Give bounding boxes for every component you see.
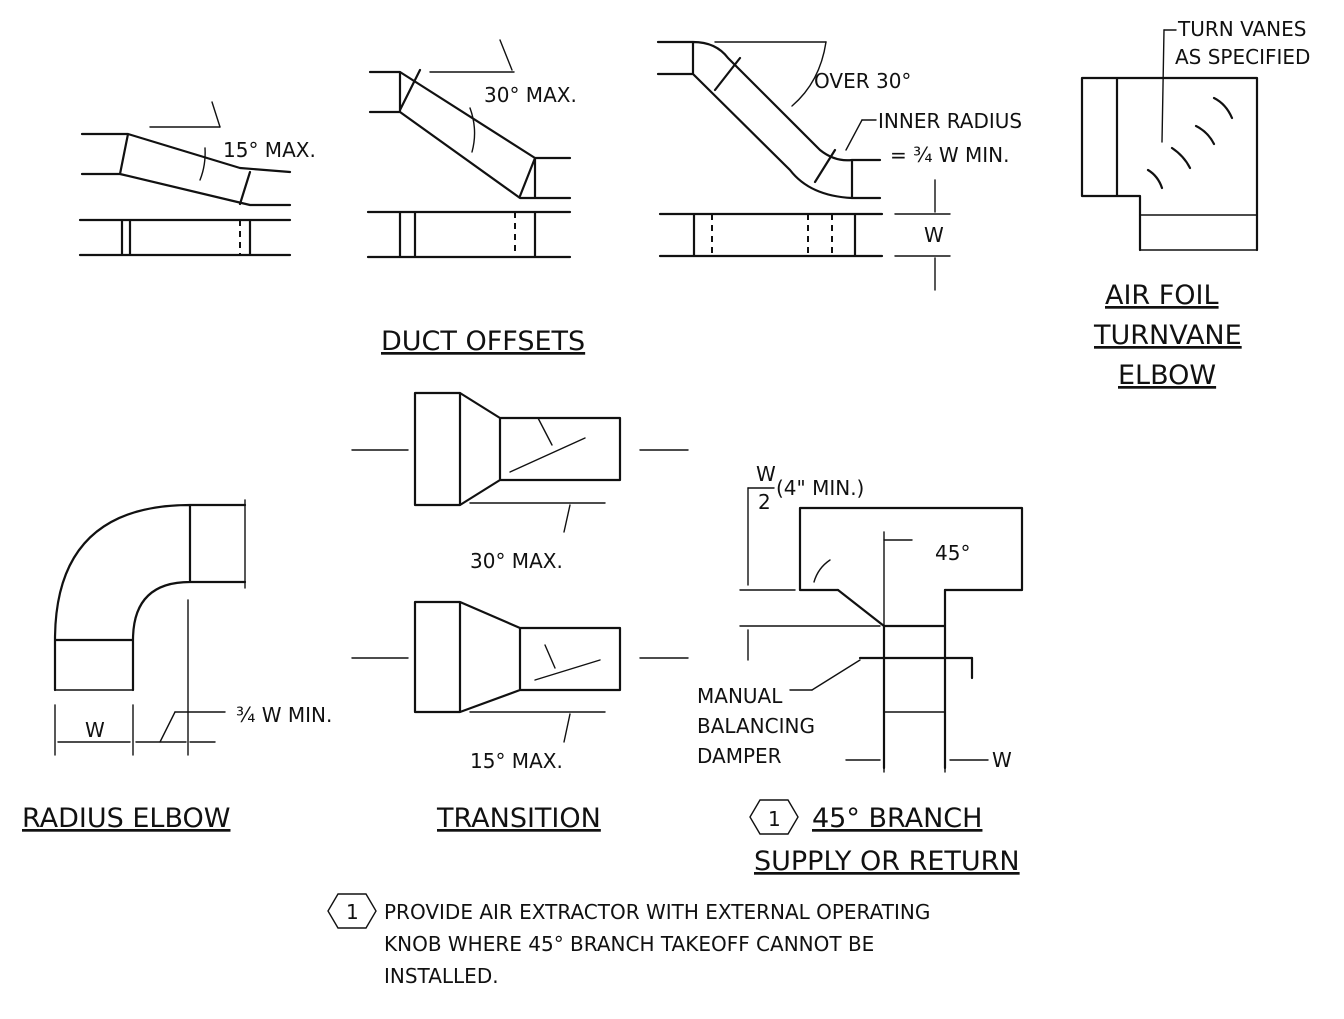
damper-label-2: BALANCING bbox=[697, 714, 815, 738]
as-specified-label: AS SPECIFIED bbox=[1175, 45, 1310, 69]
transition-15-label: 15° MAX. bbox=[470, 749, 563, 773]
offset-over30-detail: OVER 30° INNER RADIUS = ¾ W MIN. W bbox=[656, 40, 1022, 291]
air-foil-title-2: TURNVANE bbox=[1093, 320, 1242, 351]
transition-title: TRANSITION bbox=[436, 803, 601, 834]
branch-keynote-number: 1 bbox=[768, 807, 781, 831]
offset-15-detail: 15° MAX. bbox=[78, 101, 316, 257]
air-foil-title-3: ELBOW bbox=[1118, 360, 1216, 391]
turn-vanes-label: TURN VANES bbox=[1177, 17, 1306, 41]
footnote-keynote-number: 1 bbox=[346, 900, 359, 924]
elbow-min-label: ¾ W MIN. bbox=[236, 703, 332, 727]
offset-15-label: 15° MAX. bbox=[223, 138, 316, 162]
inner-radius-min-label: = ¾ W MIN. bbox=[890, 143, 1009, 167]
transition-30-label: 30° MAX. bbox=[470, 549, 563, 573]
radius-elbow-detail: W ¾ W MIN. bbox=[53, 499, 332, 756]
branch-keynote-hexagon: 1 bbox=[749, 799, 799, 835]
footnote-keynote-hexagon: 1 bbox=[327, 893, 377, 929]
footnote-line-3: INSTALLED. bbox=[384, 964, 499, 988]
elbow-w-label: W bbox=[85, 718, 105, 742]
air-foil-title-1: AIR FOIL bbox=[1105, 280, 1219, 311]
transition-detail: 30° MAX. 15° MAX. bbox=[351, 391, 689, 773]
damper-label-1: MANUAL bbox=[697, 684, 783, 708]
frac-note: (4" MIN.) bbox=[776, 476, 864, 500]
branch-title-1: 45° BRANCH bbox=[812, 803, 982, 834]
damper-label-3: DAMPER bbox=[697, 744, 782, 768]
radius-elbow-title: RADIUS ELBOW bbox=[22, 803, 230, 834]
branch-title-2: SUPPLY OR RETURN bbox=[754, 846, 1020, 877]
branch-angle-label: 45° bbox=[935, 541, 970, 565]
footnote-line-1: PROVIDE AIR EXTRACTOR WITH EXTERNAL OPER… bbox=[384, 900, 930, 924]
over30-label: OVER 30° bbox=[814, 69, 911, 93]
air-foil-elbow-detail: TURN VANES AS SPECIFIED bbox=[1080, 17, 1310, 252]
inner-radius-label: INNER RADIUS bbox=[878, 109, 1022, 133]
offset-30-label: 30° MAX. bbox=[484, 83, 577, 107]
footnote-line-2: KNOB WHERE 45° BRANCH TAKEOFF CANNOT BE bbox=[384, 932, 874, 956]
branch-detail: 45° W 2 (4" MIN.) MANUAL BALANCING DAMPE… bbox=[697, 462, 1024, 773]
offset-30-detail: 30° MAX. bbox=[366, 39, 577, 259]
frac-den: 2 bbox=[758, 490, 771, 514]
frac-num: W bbox=[756, 462, 776, 486]
duct-offsets-title: DUCT OFFSETS bbox=[381, 326, 585, 357]
branch-w-label: W bbox=[992, 748, 1012, 772]
offset-w-label: W bbox=[924, 223, 944, 247]
